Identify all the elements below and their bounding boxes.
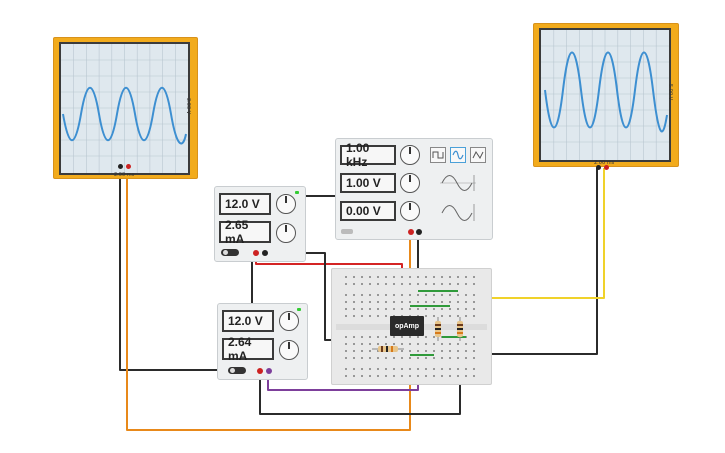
triangle-wave-button[interactable] — [470, 147, 486, 163]
oscilloscope-right-terminal-negative[interactable] — [596, 165, 601, 170]
power-supply-top-voltage-display: 12.0 V — [219, 193, 271, 215]
sine-wave-icon — [452, 150, 464, 160]
square-wave-button[interactable] — [430, 147, 446, 163]
breadboard-holes — [345, 276, 475, 377]
power-supply-bottom-voltage-display: 12.0 V — [222, 310, 274, 332]
oscilloscope-left-time-label: 2.00 ms — [114, 172, 135, 178]
amplitude-display: 1.00 V — [340, 173, 396, 193]
oscilloscope-left-terminal-positive[interactable] — [126, 164, 131, 169]
function-generator-terminal-positive[interactable] — [408, 229, 414, 235]
power-supply-top-current-display: 2.65 mA — [219, 218, 271, 246]
function-generator-brand — [341, 229, 353, 234]
wire-scope-left-ground[interactable] — [119, 168, 262, 371]
oscilloscope-left-terminal-negative[interactable] — [118, 164, 123, 169]
sine-wave-button[interactable] — [450, 147, 466, 163]
oscilloscope-left[interactable]: 2.00 ms 2.00 V — [53, 37, 198, 179]
dc-offset-knob[interactable] — [400, 201, 420, 221]
oscilloscope-right-screen — [539, 28, 671, 162]
power-supply-bottom-voltage-knob[interactable] — [279, 311, 299, 331]
power-supply-top-current-knob[interactable] — [276, 223, 296, 243]
oscilloscope-left-volt-label: 2.00 V — [185, 98, 191, 115]
power-supply-bottom-terminal-negative[interactable] — [266, 368, 272, 374]
power-supply-top-voltage-knob[interactable] — [276, 194, 296, 214]
oscilloscope-right-terminal-positive[interactable] — [604, 165, 609, 170]
offset-diagram-icon — [441, 204, 475, 221]
power-supply-bottom-current-display: 2.64 mA — [222, 335, 274, 363]
function-generator-terminal-negative[interactable] — [416, 229, 422, 235]
power-supply-bottom-current-knob[interactable] — [279, 340, 299, 360]
power-supply-top[interactable]: 12.0 V 2.65 mA — [214, 186, 306, 262]
frequency-knob[interactable] — [400, 145, 420, 165]
resistor-horizontal[interactable] — [372, 346, 404, 352]
resistor-vertical-2[interactable] — [457, 317, 463, 341]
opamp-chip[interactable]: opAmp — [390, 316, 424, 336]
power-supply-bottom-terminal-positive[interactable] — [257, 368, 263, 374]
power-supply-top-terminal-positive[interactable] — [253, 250, 259, 256]
power-supply-bottom-switch[interactable] — [228, 367, 246, 374]
wire-scope-right-ground[interactable] — [462, 168, 598, 355]
oscilloscope-right[interactable]: 2.00 ms 5.00 V — [533, 23, 679, 170]
power-supply-bottom-indicator — [297, 308, 301, 311]
power-supply-top-switch[interactable] — [221, 249, 239, 256]
oscilloscope-left-screen — [59, 42, 190, 175]
wire-scope-right-probe[interactable] — [462, 168, 605, 299]
dc-offset-display: 0.00 V — [340, 201, 396, 221]
breadboard-jumpers — [410, 290, 466, 356]
oscilloscope-right-time-label: 2.00 ms — [594, 160, 615, 166]
function-generator[interactable]: 1.00 kHz 1.00 V 0.00 V — [335, 138, 493, 240]
amplitude-diagram-icon — [440, 175, 476, 191]
power-supply-bottom[interactable]: 12.0 V 2.64 mA — [217, 303, 308, 380]
resistor-vertical-1[interactable] — [435, 317, 441, 341]
power-supply-top-indicator — [295, 191, 299, 194]
oscilloscope-right-trace — [544, 51, 668, 133]
breadboard[interactable]: opAmp — [331, 268, 492, 385]
amplitude-knob[interactable] — [400, 173, 420, 193]
wire-psu-bottom-negative[interactable] — [259, 358, 461, 415]
oscilloscope-left-trace — [62, 87, 187, 145]
triangle-wave-icon — [472, 151, 484, 159]
power-supply-top-terminal-negative[interactable] — [262, 250, 268, 256]
frequency-display: 1.00 kHz — [340, 141, 396, 169]
square-wave-icon — [432, 151, 444, 159]
oscilloscope-right-volt-label: 5.00 V — [667, 84, 673, 101]
